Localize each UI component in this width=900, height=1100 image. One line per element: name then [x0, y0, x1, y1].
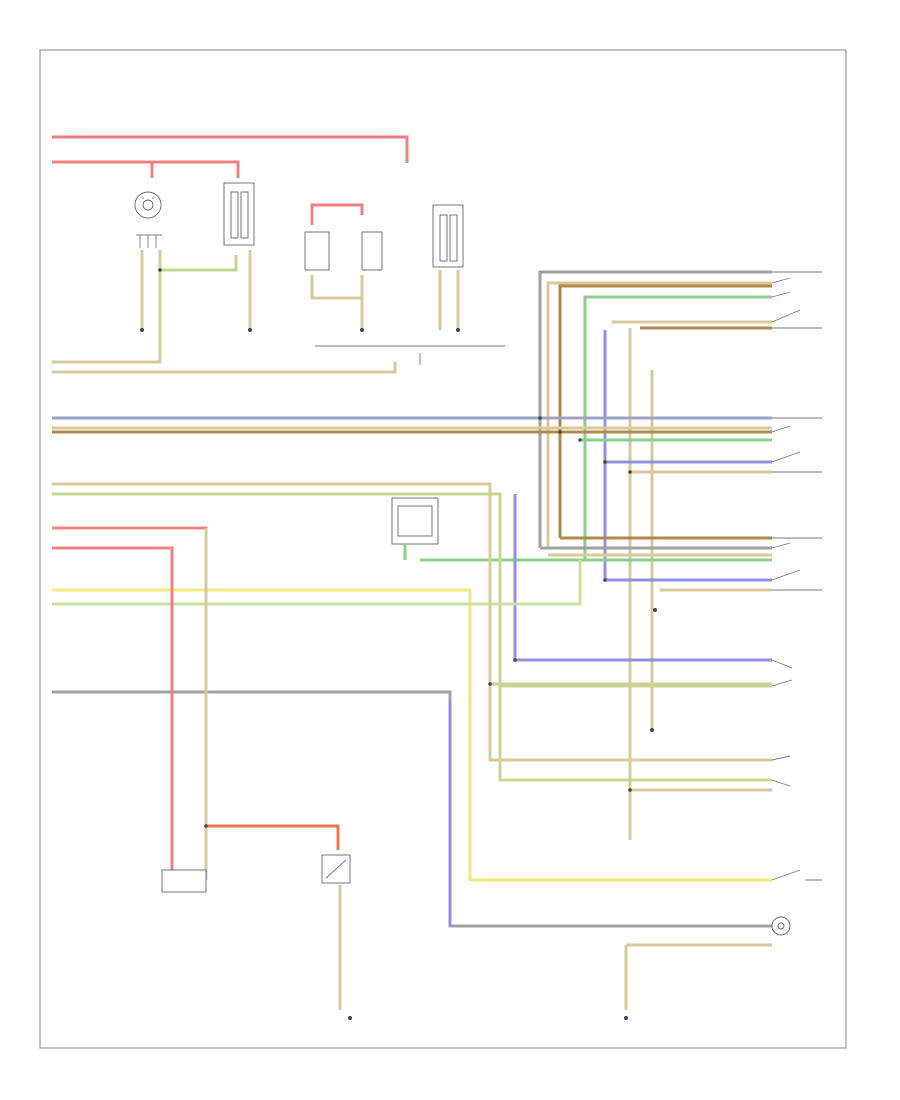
middle-relay-components — [304, 204, 505, 365]
horizontal-harness-wires — [52, 416, 772, 928]
lower-right-components — [140, 328, 791, 1020]
junction-dots — [158, 268, 632, 828]
left-component-wires — [52, 250, 397, 374]
left-switch-component — [223, 182, 255, 246]
diagram-frame — [39, 49, 847, 1049]
right-switches — [771, 271, 822, 881]
right-bundle-wires — [420, 270, 772, 800]
center-module — [391, 497, 439, 560]
left-lamp-component — [134, 191, 162, 248]
power-feed-wires — [52, 135, 409, 225]
lower-supply-wires — [52, 526, 352, 1020]
